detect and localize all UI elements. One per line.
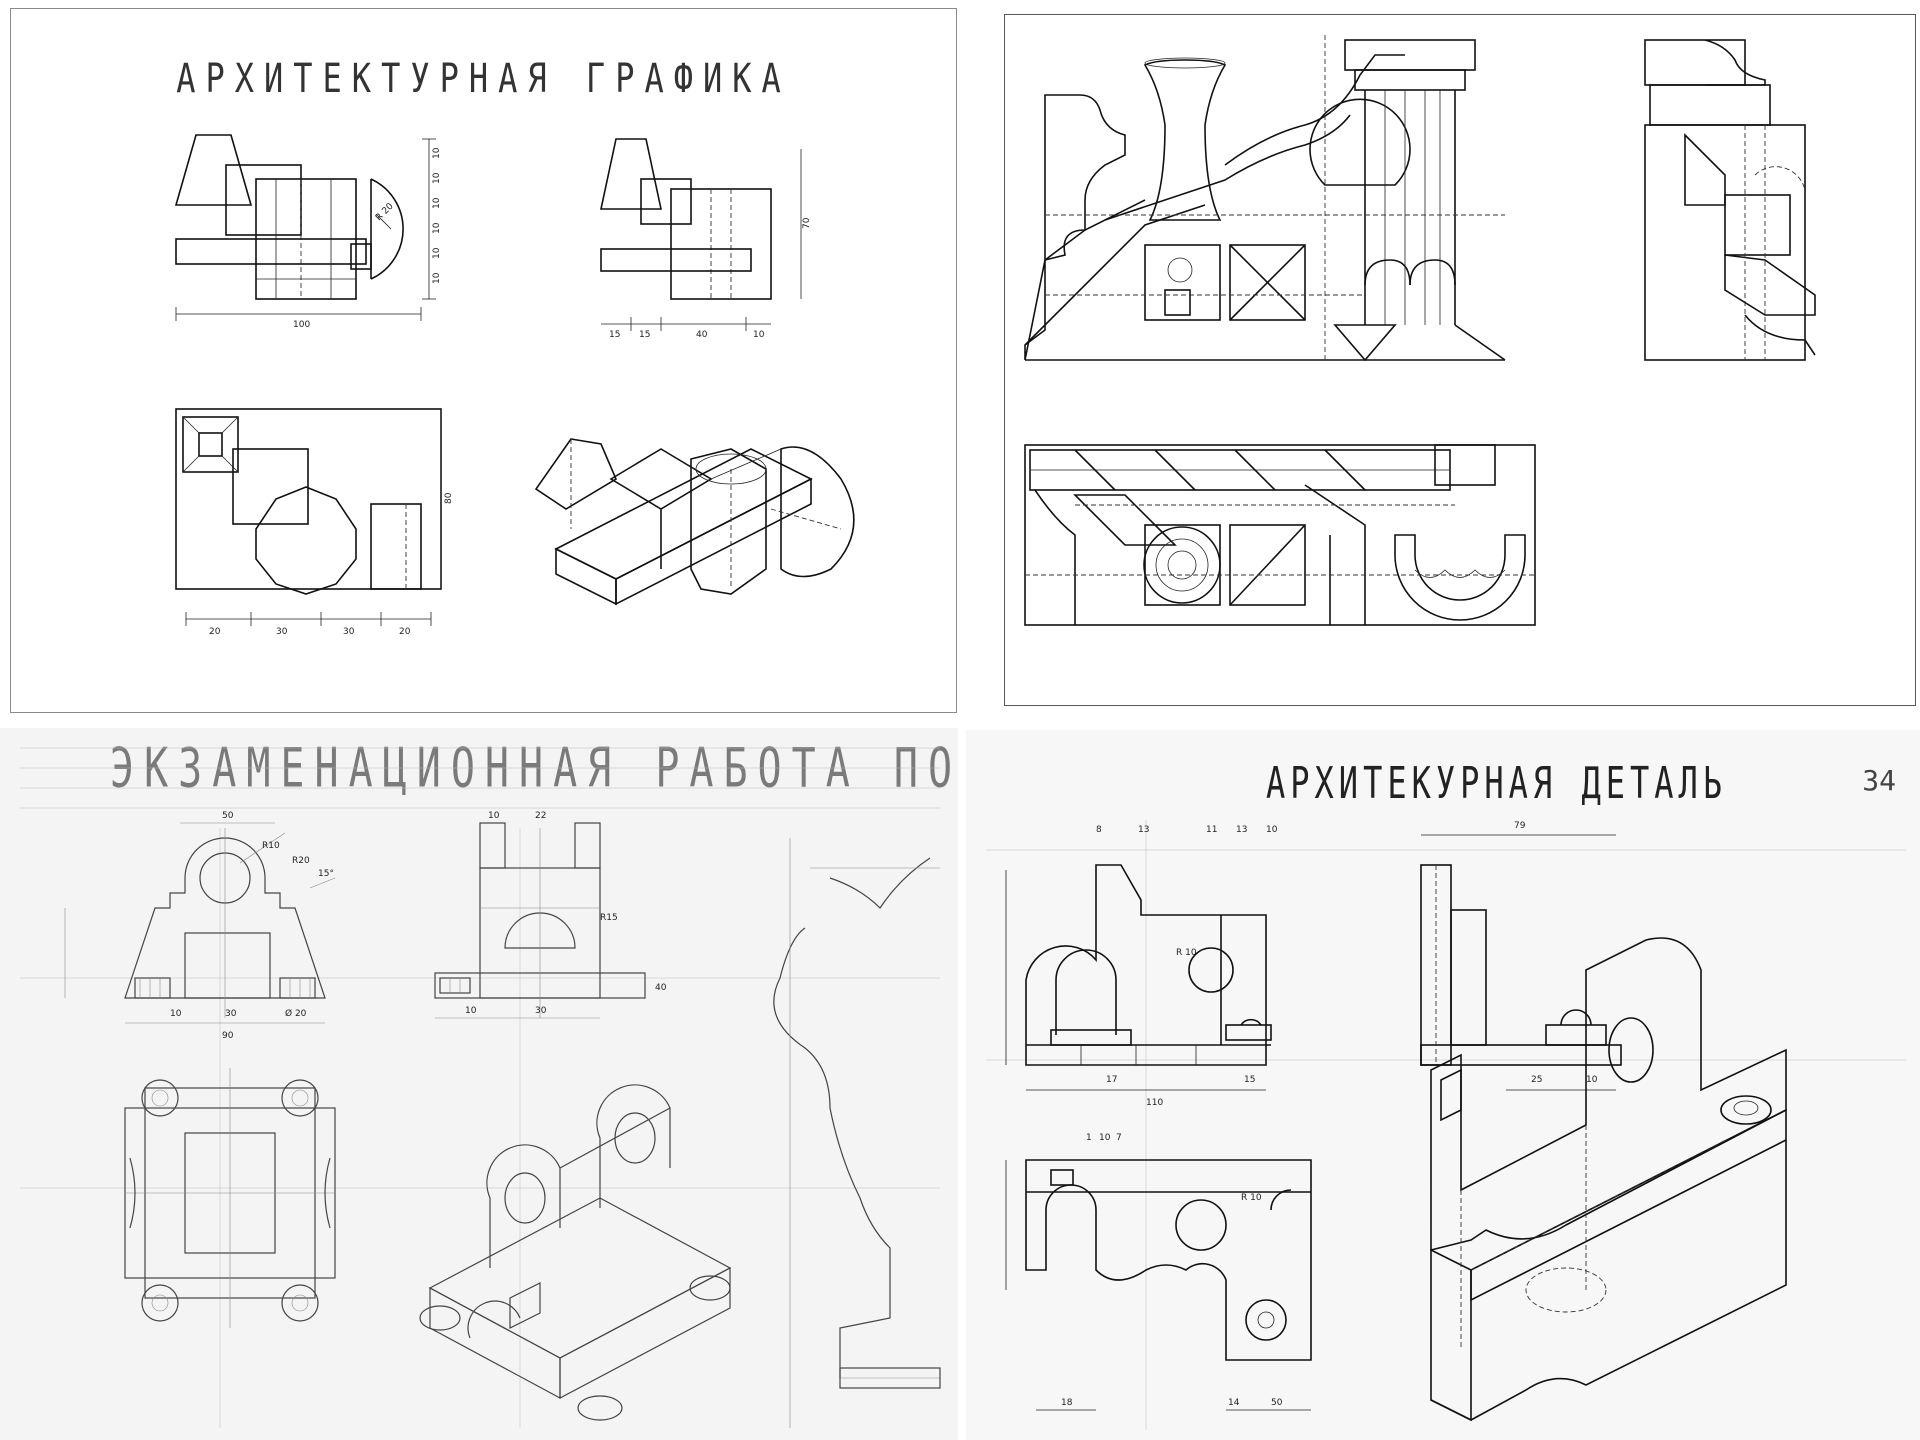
dim-label: 10 (465, 1006, 477, 1016)
dim-label: 110 (1146, 1098, 1163, 1108)
dim-label: 30 (343, 627, 355, 637)
dim-label: 79 (1514, 821, 1526, 831)
guide-lines (20, 747, 940, 1428)
dim-label: R 20 (374, 201, 396, 223)
dim-label: 13 (1236, 825, 1247, 835)
dim-label: 30 (535, 1006, 547, 1016)
dim-label: 14 (1228, 1398, 1240, 1408)
dim-label: 40 (696, 330, 708, 340)
dim-label: R 10 (1176, 948, 1197, 958)
dim-label: 50 (1271, 1398, 1283, 1408)
side-view (434, 822, 646, 1019)
dim-label: 8 (1096, 825, 1102, 835)
dim-label: 10 (432, 247, 442, 259)
dim-label: 30 (276, 627, 288, 637)
dim-label: 40 (655, 983, 667, 993)
drawing-architectural-detail: 8 13 11 13 10 R 10 17 110 15 79 25 10 (986, 820, 1906, 1430)
dim-label: 17 (1106, 1075, 1117, 1085)
sheet-title: АРХИТЕКУРНАЯ ДЕТАЛЬ (1266, 757, 1728, 809)
top-view (175, 408, 442, 626)
profile-section (773, 838, 941, 1428)
dim-label: 10 (170, 1009, 182, 1019)
dim-label: 25 (1531, 1075, 1542, 1085)
dim-label: 10 (753, 330, 765, 340)
dim-label: 50 (222, 811, 234, 821)
sheet-architectural-detail: АРХИТЕКУРНАЯ ДЕТАЛЬ 34 8 13 11 (966, 730, 1920, 1440)
dim-label: 80 (444, 492, 454, 504)
drawing-architectural-elements (1024, 35, 1816, 626)
dim-label: 20 (399, 627, 411, 637)
dim-label: 10 (1266, 825, 1278, 835)
front-view-dimensions: 50 R10 R20 10 30 90 Ø 20 15° (170, 811, 334, 1041)
dim-label: 30 (225, 1009, 237, 1019)
dim-label: 100 (293, 320, 310, 330)
side-elevation (1644, 39, 1816, 361)
dim-label: 22 (535, 811, 546, 821)
dim-label: R20 (292, 856, 310, 866)
dim-label: 10 (432, 147, 442, 159)
dim-label: 10 (432, 197, 442, 209)
dim-label: 15 (609, 330, 620, 340)
isometric-view (1430, 937, 1787, 1422)
front-view (1005, 864, 1272, 1091)
dim-label: 13 (1138, 825, 1149, 835)
sheet-drafting-exam: ЭКЗАМЕНАЦИОННАЯ РАБОТА ПО ЧЕРЧЕНИЮ (0, 728, 958, 1440)
sheet-architectural-graphics: АРХИТЕКТУРНАЯ ГРАФИКА 100 10 10 (10, 8, 957, 713)
dim-label: 10 (432, 222, 442, 234)
top-view-dimensions: 1 10 7 R 10 18 14 50 (1061, 1133, 1283, 1408)
dim-label: Ø 20 (285, 1008, 307, 1019)
top-view-dimensions: 20 30 30 20 80 (209, 492, 454, 637)
plan-view (1024, 444, 1536, 626)
drawing-architectural-graphics: 100 10 10 10 10 10 10 R 20 15 15 40 (174, 134, 855, 637)
dim-label: 7 (1116, 1133, 1122, 1143)
dim-label: 10 (1586, 1075, 1598, 1085)
front-view (64, 822, 336, 1024)
sheet-title: ЭКЗАМЕНАЦИОННАЯ РАБОТА ПО ЧЕРЧЕНИЮ (110, 737, 958, 801)
dim-label: 10 (1099, 1133, 1111, 1143)
dim-label: 11 (1206, 825, 1217, 835)
guide-lines (986, 820, 1906, 1430)
front-view (174, 134, 436, 321)
side-view (600, 138, 802, 331)
dim-label: 15 (639, 330, 650, 340)
dim-label: 15 (1244, 1075, 1255, 1085)
dim-label: 1 (1086, 1133, 1092, 1143)
dim-label: 10 (488, 811, 500, 821)
dim-label: 18 (1061, 1398, 1073, 1408)
dim-label: 90 (222, 1031, 234, 1041)
isometric-view (534, 438, 855, 606)
front-elevation (1024, 35, 1506, 362)
side-view-dimensions: 15 15 40 10 70 (609, 217, 812, 340)
top-view (124, 1068, 336, 1328)
top-view (1005, 1159, 1312, 1411)
dim-label: 10 (432, 172, 442, 184)
drawing-drafting-exam: 50 R10 R20 10 30 90 Ø 20 15° 10 22 10 (20, 747, 941, 1428)
dim-label: 20 (209, 627, 221, 637)
dim-label: 70 (802, 217, 812, 229)
dim-label: R 10 (1241, 1193, 1262, 1203)
sheet-architectural-elements (1004, 14, 1916, 706)
dim-label: 10 (432, 272, 442, 284)
dim-label: R10 (262, 841, 280, 851)
side-view (1420, 834, 1622, 1091)
sheet-number: 34 (1862, 764, 1896, 797)
side-view-dimensions: 10 22 10 30 R15 40 (465, 811, 667, 1016)
front-view-dimensions: 8 13 11 13 10 R 10 17 110 15 (1096, 825, 1278, 1108)
side-view-dimensions: 79 25 10 (1514, 821, 1598, 1085)
isometric-view (419, 1084, 732, 1421)
dim-label: R15 (600, 913, 618, 923)
sheet-title: АРХИТЕКТУРНАЯ ГРАФИКА (176, 54, 791, 102)
dim-label: 15° (318, 869, 334, 879)
